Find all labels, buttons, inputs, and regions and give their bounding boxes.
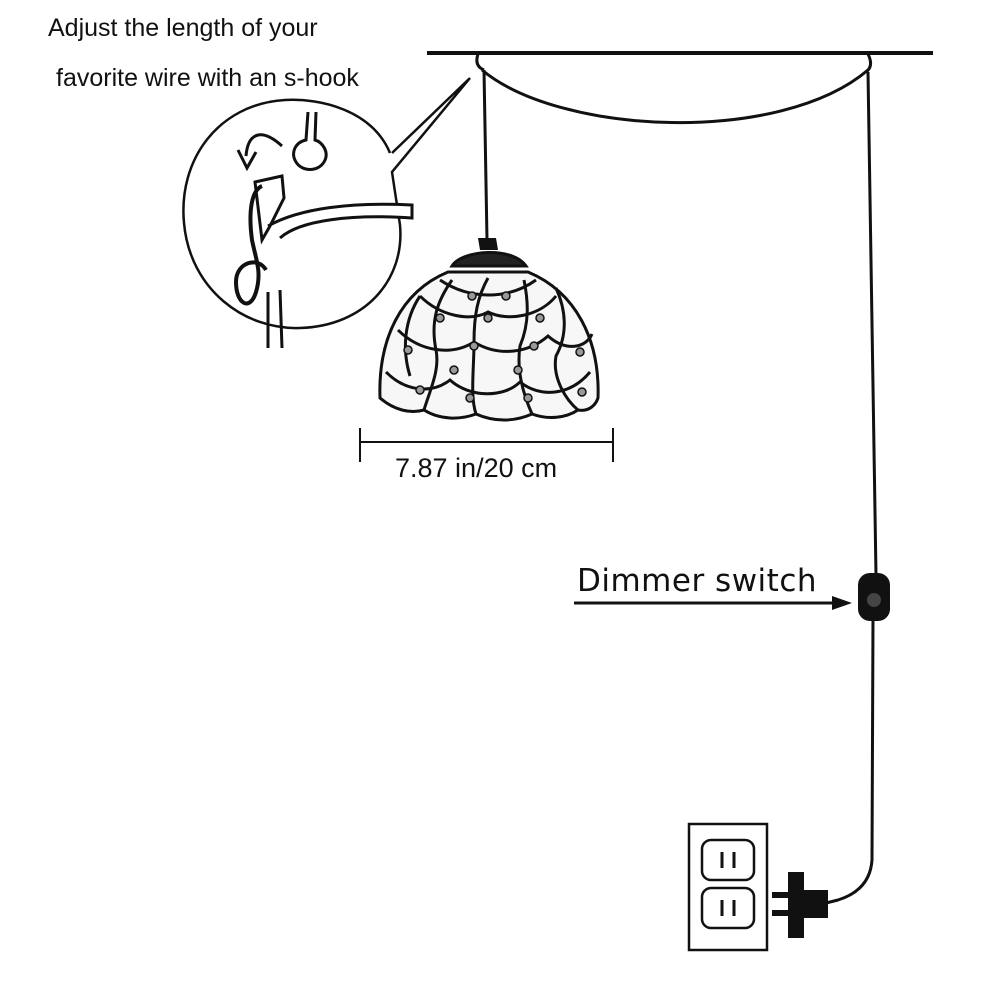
s-hook-icon: [233, 184, 268, 306]
dimension-bar: [359, 428, 614, 462]
callout-bubble: [182, 77, 471, 330]
dimmer-arrow: [574, 596, 852, 610]
pendant-lamp-icon: [378, 238, 600, 422]
move-arrow-icon: [244, 133, 284, 157]
dimension-label: 7.87 in/20 cm: [395, 453, 558, 483]
dimmer-switch-icon: [858, 573, 890, 621]
wall-cord-lower: [821, 617, 875, 906]
lamp-canopy: [478, 238, 498, 250]
wall-cord: [866, 71, 878, 576]
callout-cord-down2: [278, 289, 284, 349]
eye-hook-icon: [292, 111, 328, 171]
swag-cord: [481, 68, 869, 125]
s-hook-callout: [182, 77, 471, 349]
dimmer-switch-label: Dimmer switch: [577, 563, 818, 599]
callout-text-line2: favorite wire with an s-hook: [56, 64, 359, 92]
lamp-jewels: [403, 291, 587, 403]
callout-text-line1: Adjust the length of your: [48, 14, 318, 42]
lamp-cord: [482, 69, 489, 241]
s-hook-plate: [253, 174, 286, 245]
callout-cord: [267, 202, 414, 240]
move-arrow-head: [236, 149, 258, 172]
ceiling-hook-left-icon: [475, 53, 485, 72]
wall-outlet-icon: [687, 822, 769, 952]
plug-icon: [772, 872, 828, 938]
lamp-cap: [449, 251, 529, 268]
